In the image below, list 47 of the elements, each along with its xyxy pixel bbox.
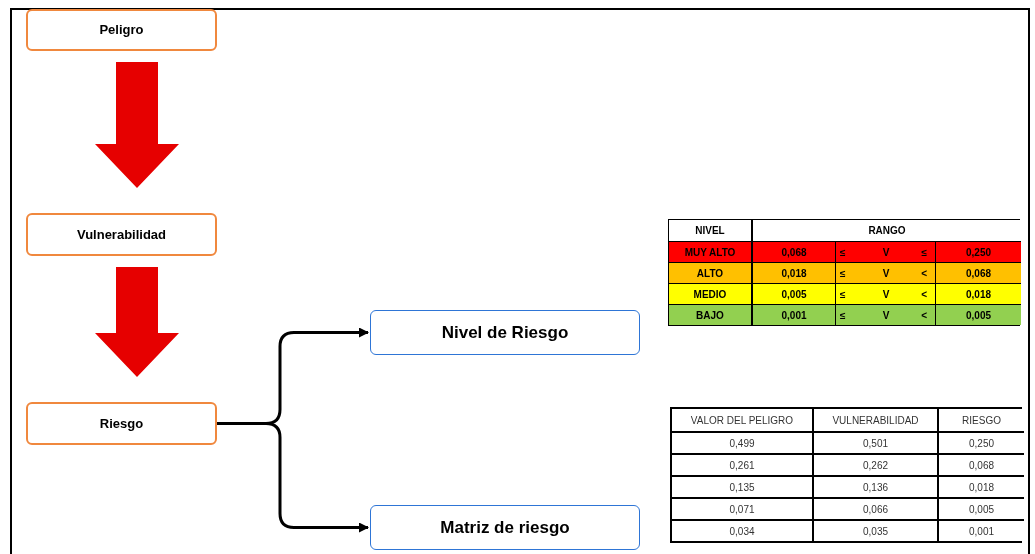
- table-cell: <: [906, 283, 936, 304]
- table-cell: 0,005: [753, 283, 836, 304]
- process-box: Riesgo: [26, 402, 217, 445]
- table-cell: 0,262: [814, 453, 939, 475]
- table-cell: V: [866, 241, 906, 262]
- table-cell: V: [866, 304, 906, 325]
- block-arrow: [95, 267, 179, 377]
- process-box: Nivel de Riesgo: [370, 310, 640, 355]
- table-cell: 0,068: [753, 241, 836, 262]
- table-cell: V: [866, 283, 906, 304]
- table-cell: ALTO: [669, 262, 753, 283]
- table-cell: 0,005: [939, 497, 1024, 519]
- table-cell: 0,005: [936, 304, 1021, 325]
- table-cell: 0,018: [936, 283, 1021, 304]
- process-box: Peligro: [26, 9, 217, 51]
- table-cell: 0,135: [672, 475, 814, 497]
- table-cell: <: [906, 262, 936, 283]
- process-box: Vulnerabilidad: [26, 213, 217, 256]
- table-cell: 0,066: [814, 497, 939, 519]
- table-cell: 0,071: [672, 497, 814, 519]
- table-cell: ≤: [836, 304, 866, 325]
- table-cell: 0,261: [672, 453, 814, 475]
- table-cell: 0,136: [814, 475, 939, 497]
- table-cell: 0,068: [936, 262, 1021, 283]
- table-cell: 0,501: [814, 431, 939, 453]
- table-cell: 0,001: [753, 304, 836, 325]
- table-cell: ≤: [906, 241, 936, 262]
- table-cell: 0,018: [939, 475, 1024, 497]
- table-cell: V: [866, 262, 906, 283]
- table-cell: 0,018: [753, 262, 836, 283]
- table-cell: 0,034: [672, 519, 814, 541]
- table-cell: 0,499: [672, 431, 814, 453]
- table-cell: 0,068: [939, 453, 1024, 475]
- table-cell: ≤: [836, 262, 866, 283]
- table-cell: 0,250: [939, 431, 1024, 453]
- block-arrow: [95, 62, 179, 188]
- table-cell: ≤: [836, 283, 866, 304]
- table-cell: 0,035: [814, 519, 939, 541]
- bracket-arrow: [217, 422, 369, 533]
- table-cell: 0,001: [939, 519, 1024, 541]
- process-box: Matriz de riesgo: [370, 505, 640, 550]
- table-cell: MEDIO: [669, 283, 753, 304]
- table-cell: 0,250: [936, 241, 1021, 262]
- table-cell: <: [906, 304, 936, 325]
- table-cell: BAJO: [669, 304, 753, 325]
- table-cell: ≤: [836, 241, 866, 262]
- table-cell: MUY ALTO: [669, 241, 753, 262]
